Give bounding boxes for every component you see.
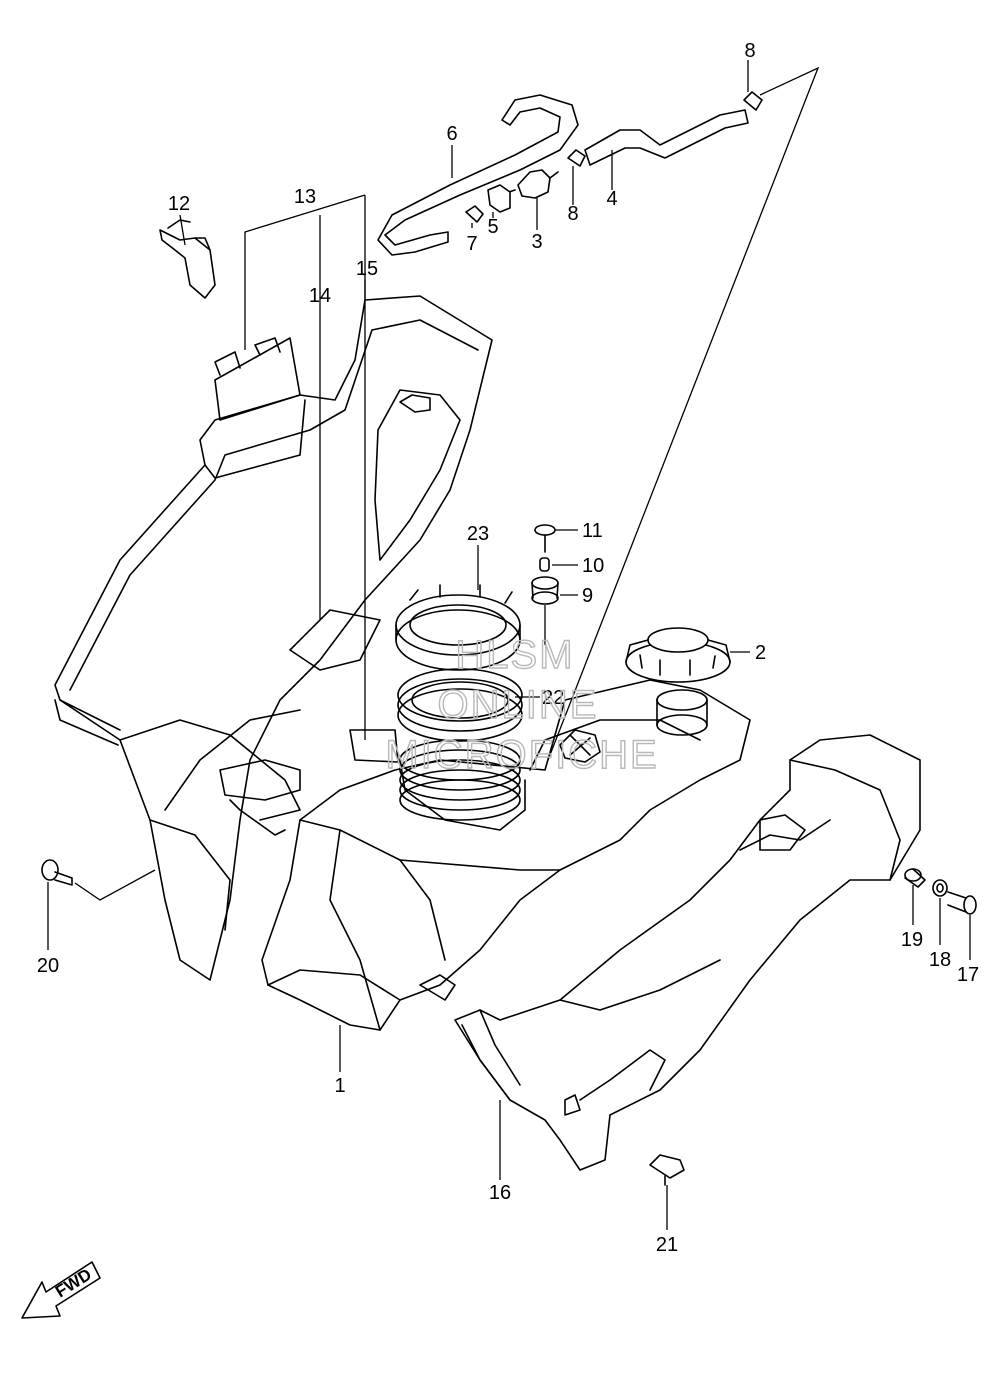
callout-9[interactable]: 9 — [582, 585, 593, 607]
watermark-line-2: ONLINE — [438, 683, 599, 727]
callout-16[interactable]: 16 — [489, 1182, 511, 1204]
tank-neck-rings — [399, 739, 521, 821]
callout-1[interactable]: 1 — [334, 1075, 345, 1097]
grommet-part-9[interactable] — [531, 576, 559, 605]
callout-14[interactable]: 14 — [309, 285, 331, 307]
watermark-line-3: MICROFICHE — [385, 733, 658, 777]
clip-part-21[interactable] — [649, 1154, 685, 1186]
callout-8-upper[interactable]: 8 — [744, 40, 755, 62]
gasket-part-22[interactable] — [397, 668, 523, 742]
callout-7[interactable]: 7 — [466, 233, 477, 255]
callout-19[interactable]: 19 — [901, 929, 923, 951]
callout-3[interactable]: 3 — [531, 231, 542, 253]
callout-4[interactable]: 4 — [606, 188, 617, 210]
callout-8-lower[interactable]: 8 — [567, 203, 578, 225]
callout-17[interactable]: 17 — [957, 964, 979, 986]
tank-cover-part-13[interactable] — [54, 295, 493, 981]
collar-part-19[interactable] — [904, 868, 926, 888]
fuel-tank-part-1[interactable] — [261, 679, 751, 1031]
callout-2[interactable]: 2 — [755, 642, 766, 664]
clamp-part-5[interactable] — [487, 184, 511, 213]
pump-fitting — [559, 729, 601, 763]
bolt-part-17[interactable] — [947, 891, 977, 915]
callout-12[interactable]: 12 — [168, 193, 190, 215]
callout-21[interactable]: 21 — [656, 1234, 678, 1256]
collar-part-10[interactable] — [539, 557, 550, 572]
clamp-part-8-lower[interactable] — [567, 149, 586, 167]
screw-part-11[interactable] — [534, 524, 556, 553]
side-cover-part-16[interactable] — [454, 734, 921, 1171]
hose-part-4[interactable] — [584, 109, 749, 166]
clamp-part-7[interactable] — [465, 205, 484, 223]
lock-ring-part-23[interactable] — [395, 584, 521, 671]
fuel-cap-part-2[interactable] — [625, 627, 731, 683]
leader-lines — [47, 60, 971, 1230]
callout-20[interactable]: 20 — [37, 955, 59, 977]
washer-part-18[interactable] — [932, 879, 948, 897]
callout-18[interactable]: 18 — [929, 949, 951, 971]
clamp-part-12[interactable] — [159, 219, 216, 299]
watermark-line-1: HLSM — [455, 633, 574, 677]
callout-5[interactable]: 5 — [487, 216, 498, 238]
watermark: HLSM ONLINE MICROFICHE — [385, 632, 658, 777]
breather-hose-part-6[interactable] — [377, 94, 579, 256]
callout-numbers: 8 6 13 12 4 8 5 3 7 15 14 23 11 10 9 2 2… — [37, 40, 979, 1256]
callout-22[interactable]: 22 — [542, 687, 564, 709]
callout-23[interactable]: 23 — [467, 523, 489, 545]
filler-neck — [656, 689, 708, 736]
callout-13[interactable]: 13 — [294, 186, 316, 208]
callout-6[interactable]: 6 — [446, 123, 457, 145]
clamp-part-8-upper[interactable] — [743, 91, 763, 111]
callout-11[interactable]: 11 — [582, 520, 603, 542]
callout-10[interactable]: 10 — [582, 555, 604, 577]
fwd-arrow: FWD — [21, 1261, 101, 1319]
callout-15[interactable]: 15 — [356, 258, 378, 280]
bolt-part-20[interactable] — [41, 859, 73, 886]
